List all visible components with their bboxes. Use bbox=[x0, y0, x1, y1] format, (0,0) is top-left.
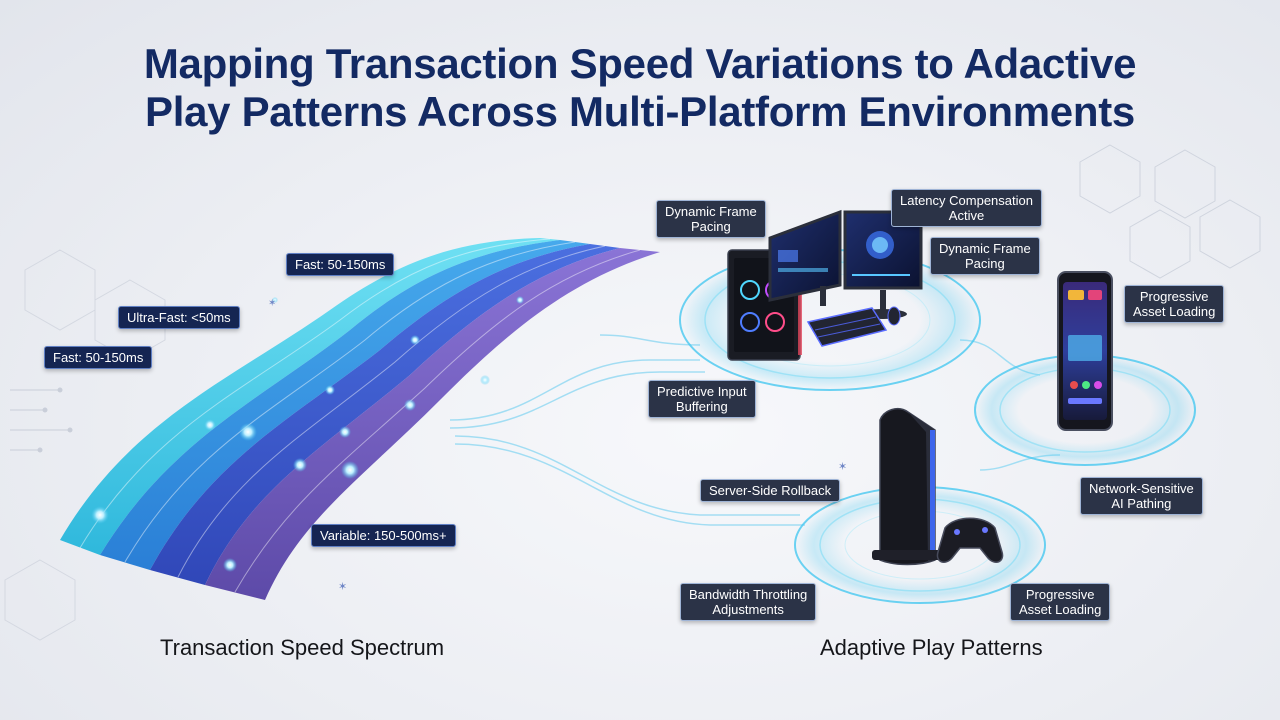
label-latency-compensation: Latency Compensation Active bbox=[891, 189, 1042, 227]
speed-label-variable: Variable: 150-500ms+ bbox=[311, 524, 456, 547]
sparkle-glyphs: ✶ ✶ ✶ bbox=[268, 298, 847, 593]
label-dynamic-frame-pacing-pc: Dynamic Frame Pacing bbox=[656, 200, 766, 238]
label-dynamic-frame-pacing-monitor: Dynamic Frame Pacing bbox=[930, 237, 1040, 275]
wave-band-blue bbox=[150, 244, 620, 585]
svg-text:✶: ✶ bbox=[838, 460, 847, 473]
svg-text:✶: ✶ bbox=[268, 298, 276, 309]
game-console-icon bbox=[872, 408, 942, 566]
label-progressive-asset-loading-console: Progressive Asset Loading bbox=[1010, 583, 1111, 621]
svg-text:✶: ✶ bbox=[338, 580, 347, 593]
wave-streaks bbox=[79, 238, 641, 593]
label-bandwidth-throttling: Bandwidth Throttling Adjustments bbox=[680, 583, 817, 621]
wave-band-cyan bbox=[60, 238, 560, 555]
keyboard-icon bbox=[806, 307, 888, 347]
speed-label-ultra-fast: Ultra-Fast: <50ms bbox=[118, 306, 240, 329]
caption-adaptive-play-patterns: Adaptive Play Patterns bbox=[820, 635, 1043, 660]
wave-band-purple bbox=[205, 248, 660, 600]
speed-label-fast-left: Fast: 50-150ms bbox=[44, 346, 153, 369]
hex-pattern-right bbox=[1079, 144, 1261, 279]
caption-transaction-speed-spectrum: Transaction Speed Spectrum bbox=[160, 635, 445, 660]
label-server-side-rollback: Server-Side Rollback bbox=[700, 479, 841, 502]
mouse-icon bbox=[887, 306, 901, 326]
gamepad-icon bbox=[936, 517, 1004, 563]
smartphone-icon bbox=[1057, 271, 1113, 431]
wave-glow-dots bbox=[91, 296, 524, 572]
title-line-2: Play Patterns Across Multi-Platform Envi… bbox=[145, 88, 1135, 135]
label-progressive-asset-loading-mobile: Progressive Asset Loading bbox=[1124, 285, 1225, 323]
title-line-1: Mapping Transaction Speed Variations to … bbox=[143, 40, 1137, 87]
label-predictive-input-buffering: Predictive Input Buffering bbox=[648, 380, 756, 418]
label-network-sensitive-ai: Network-Sensitive AI Pathing bbox=[1080, 477, 1203, 515]
speed-label-fast-top: Fast: 50-150ms bbox=[286, 253, 395, 276]
circuit-lines-left bbox=[10, 387, 73, 453]
connector-lines bbox=[449, 334, 1061, 526]
wave-band-lightblue bbox=[100, 240, 590, 570]
page-title: Mapping Transaction Speed Variations to … bbox=[0, 40, 1280, 136]
speed-wave bbox=[60, 238, 660, 600]
